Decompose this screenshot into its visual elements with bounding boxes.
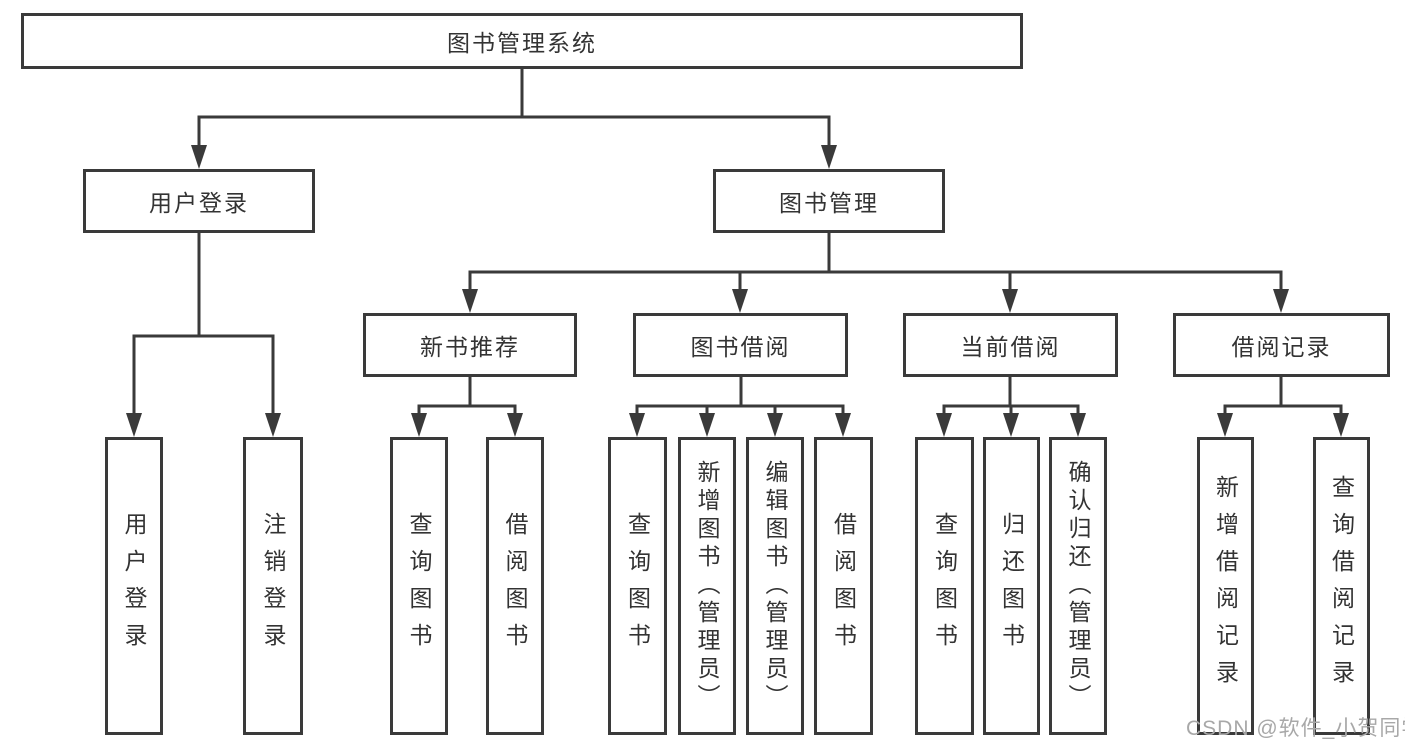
node-book-borrow: 图书借阅: [633, 313, 848, 377]
leaf-return-book: 归还图书: [983, 437, 1040, 735]
leaf-borrow-book: 借阅图书: [814, 437, 873, 735]
leaf-add-book-admin: 新增图书（管理员）: [678, 437, 736, 735]
csdn-watermark: CSDN @软件_小贺同学: [1186, 717, 1405, 740]
node-book-management: 图书管理: [713, 169, 945, 233]
leaf-query-book-current: 查询图书: [915, 437, 974, 735]
leaf-query-borrow-record: 查询借阅记录: [1313, 437, 1370, 735]
leaf-logout: 注销登录: [243, 437, 303, 735]
leaf-confirm-return-admin: 确认归还（管理员）: [1049, 437, 1107, 735]
leaf-query-book-recommend: 查询图书: [390, 437, 448, 735]
node-user-login: 用户登录: [83, 169, 315, 233]
node-borrow-record: 借阅记录: [1173, 313, 1390, 377]
node-current-borrow: 当前借阅: [903, 313, 1118, 377]
node-root: 图书管理系统: [21, 13, 1023, 69]
leaf-user-login: 用户登录: [105, 437, 163, 735]
leaf-add-borrow-record: 新增借阅记录: [1197, 437, 1254, 735]
leaf-borrow-book-recommend: 借阅图书: [486, 437, 544, 735]
node-new-book-recommend: 新书推荐: [363, 313, 577, 377]
leaf-edit-book-admin: 编辑图书（管理员）: [746, 437, 804, 735]
leaf-query-book-borrow: 查询图书: [608, 437, 667, 735]
